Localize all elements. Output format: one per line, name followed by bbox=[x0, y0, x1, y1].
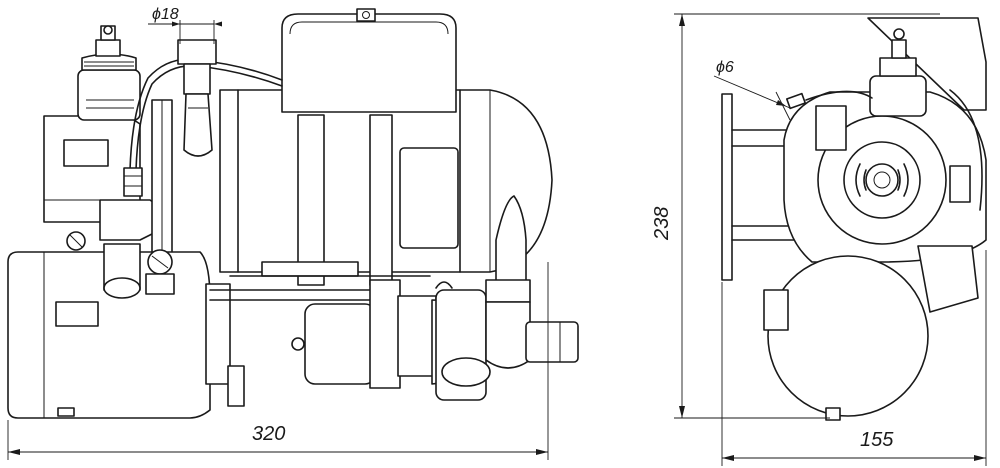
fuel-tank bbox=[281, 8, 457, 113]
dimension-label-320: 320 bbox=[252, 423, 285, 445]
dimension-fuel-line-diameter: ϕ6 bbox=[713, 59, 791, 121]
dimension-label-155: 155 bbox=[860, 429, 894, 451]
side-view: 238 155 ϕ6 bbox=[651, 13, 987, 466]
glow-plug-assembly bbox=[77, 25, 141, 121]
dimension-overall-height: 238 bbox=[651, 13, 940, 419]
heater-cylinder-body bbox=[219, 89, 553, 286]
air-intake-pipe bbox=[151, 39, 217, 261]
exhaust-elbow bbox=[66, 231, 175, 299]
front-view: 320 ϕ18 bbox=[7, 6, 579, 460]
dimension-overall-length: 320 bbox=[7, 262, 549, 460]
heater-side-body bbox=[783, 17, 987, 263]
dimension-side-width: 155 bbox=[721, 250, 987, 466]
dimension-label-phi18: ϕ18 bbox=[152, 6, 179, 23]
dimension-pipe-diameter: ϕ18 bbox=[148, 6, 222, 44]
fuel-line bbox=[123, 58, 283, 197]
side-control-unit bbox=[763, 245, 979, 421]
side-glow-plug bbox=[815, 28, 927, 151]
side-fuel-line bbox=[785, 89, 983, 211]
burner-housing bbox=[43, 115, 169, 241]
dimension-label-238: 238 bbox=[651, 207, 673, 241]
circulation-pump bbox=[291, 279, 491, 401]
dimension-label-phi6: ϕ6 bbox=[716, 59, 734, 76]
coolant-pipes bbox=[209, 275, 431, 301]
exhaust-outlet bbox=[485, 195, 579, 369]
